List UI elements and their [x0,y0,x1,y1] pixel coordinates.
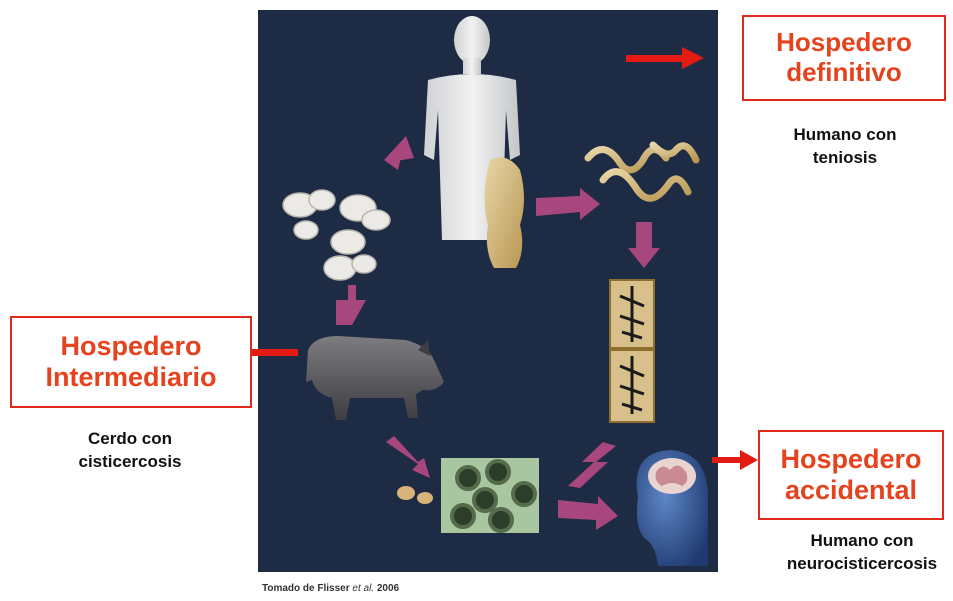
tapeworm-strobila-icon [588,145,696,198]
intermediate-host-box: Hospedero Intermediario [10,316,252,408]
accidental-host-box: Hospedero accidental [758,430,944,520]
accidental-caption-line2: neurocisticercosis [771,553,953,576]
intermediate-caption-line2: cisticercosis [40,451,220,474]
tapeworm-scolex-icon [484,158,524,268]
accidental-caption-line1: Humano con [771,530,953,553]
accidental-pointer-arrow [712,450,760,470]
cycle-arrow-4 [336,285,366,325]
intermediate-caption-line1: Cerdo con [40,428,220,451]
definitive-host-title-line2: definitivo [786,58,902,88]
accidental-host-title-line2: accidental [785,475,917,506]
cycle-arrow-2 [536,188,600,220]
pig-icon [306,336,444,420]
cycle-arrow-5 [568,442,616,488]
intermediate-host-caption: Cerdo con cisticercosis [40,428,220,474]
definitive-pointer-arrow [626,46,706,70]
credit-italic: et al. [352,583,374,594]
source-credit: Tomado de Flisser et al. 2006 [262,583,399,594]
cycle-arrow-6 [558,496,618,530]
definitive-caption-line1: Humano con [760,124,930,147]
cycle-arrow-1 [384,136,414,170]
cycle-arrow-3 [628,222,660,268]
definitive-host-box: Hospedero definitivo [742,15,946,101]
cycle-arrow-7 [386,436,430,478]
cysticerci-icon [283,190,390,280]
definitive-host-caption: Humano con teniosis [760,124,930,170]
definitive-host-title-line1: Hospedero [776,28,912,58]
credit-prefix: Tomado de Flisser [262,583,352,594]
accidental-host-caption: Humano con neurocisticercosis [771,530,953,576]
definitive-caption-line2: teniosis [760,147,930,170]
human-head-brain-icon [637,450,708,566]
intermediate-host-title-line2: Intermediario [45,362,216,393]
intermediate-host-title-line1: Hospedero [60,331,201,362]
credit-suffix: 2006 [374,583,399,594]
accidental-host-title-line1: Hospedero [780,444,921,475]
life-cycle-illustration [258,10,718,572]
gravid-proglottids-icon [610,280,654,422]
life-cycle-panel [258,10,718,572]
